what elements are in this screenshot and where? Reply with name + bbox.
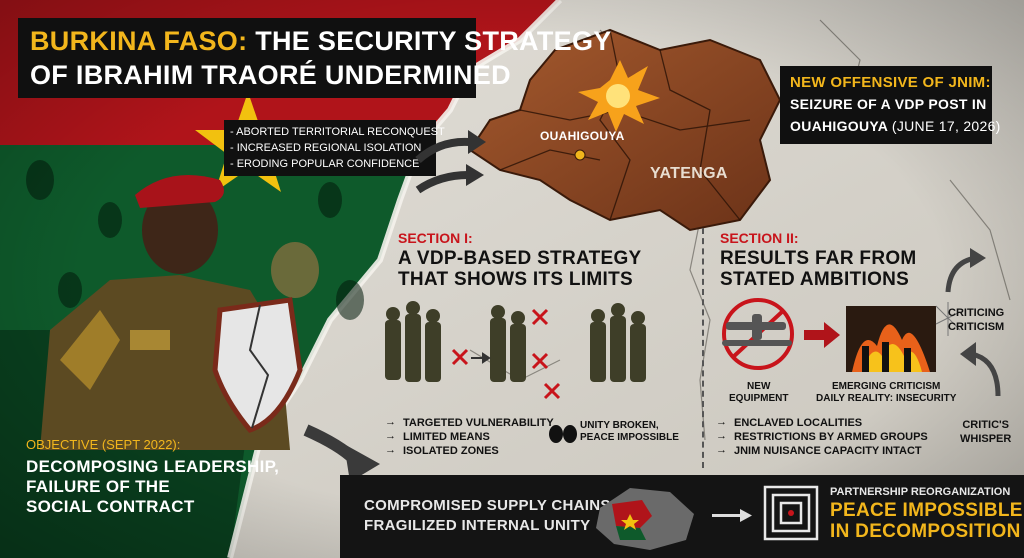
leader-figure (40, 175, 319, 450)
equipment-line1: NEW (747, 381, 771, 392)
yatenga-map (468, 28, 782, 232)
section1-point: ISOLATED ZONES (385, 443, 554, 458)
problems-box: - ABORTED TERRITORIAL RECONQUEST - INCRE… (224, 120, 445, 176)
section1-point: TARGETED VULNERABILITY (385, 415, 554, 430)
section2-tag: SECTION II: (720, 230, 799, 246)
section2-point: ENCLAVED LOCALITIES (716, 415, 928, 430)
objective-line2: FAILURE OF THE (26, 477, 170, 496)
objective-text: DECOMPOSING LEADERSHIP, FAILURE OF THE S… (26, 457, 279, 517)
section2-point: RESTRICTIONS BY ARMED GROUPS (716, 429, 928, 444)
objective-line3: SOCIAL CONTRACT (26, 497, 195, 516)
curved-arrows (415, 130, 486, 194)
section1-title: A VDP-BASED STRATEGY THAT SHOWS ITS LIMI… (398, 248, 642, 290)
equipment-line2: EQUIPMENT (729, 393, 789, 404)
footer-right-small: PARTNERSHIP REORGANIZATION (830, 486, 1011, 498)
map-region-shape (468, 28, 782, 232)
section1-tag: SECTION I: (398, 230, 473, 246)
side-top-arrow (945, 248, 986, 293)
x-marks-icon (451, 308, 561, 400)
problem-item: - ERODING POPULAR CONFIDENCE (230, 158, 420, 170)
objective-line1: DECOMPOSING LEADERSHIP, (26, 457, 280, 476)
offensive-line1: SEIZURE OF A VDP POST IN (790, 96, 987, 112)
footer-left: COMPROMISED SUPPLY CHAINS FRAGILIZED INT… (364, 496, 611, 536)
section2-title: RESULTS FAR FROM STATED AMBITIONS (720, 248, 917, 290)
section2-title-line2: STATED AMBITIONS (720, 269, 910, 290)
title-box (18, 18, 476, 98)
side-bottom-arrow (960, 342, 1001, 397)
offensive-box (780, 66, 992, 144)
side-bottom-line2: WHISPER (960, 433, 1012, 445)
section-divider (702, 228, 704, 468)
offensive-heading: NEW OFFENSIVE OF JNIM: (790, 74, 991, 91)
criticism-caption: EMERGING CRITICISM DAILY REALITY: INSECU… (816, 381, 956, 405)
no-drone-icon (722, 298, 794, 370)
beret-icon (135, 175, 224, 208)
footer-map-icon (596, 488, 694, 550)
criticism-line1: EMERGING CRITICISM (832, 381, 941, 392)
footer-right-main: PEACE IMPOSSIBLE IN DECOMPOSITION (830, 500, 1023, 542)
section1-point: LIMITED MEANS (385, 429, 554, 444)
unity-line1: UNITY BROKEN, (580, 420, 659, 431)
explosion-icon (578, 60, 660, 132)
offensive-city: OUAHIGOUYA (790, 118, 888, 134)
web-icon (935, 302, 961, 336)
section2-points: ENCLAVED LOCALITIES RESTRICTIONS BY ARME… (716, 415, 928, 458)
objective-arrow (303, 424, 380, 482)
side-bottom-line1: CRITIC'S (962, 419, 1009, 431)
section2-illustration (722, 298, 961, 372)
section1-points: TARGETED VULNERABILITY LIMITED MEANS ISO… (385, 415, 554, 458)
unity-line2: PEACE IMPOSSIBLE (580, 432, 679, 443)
offensive-date: (JUNE 17, 2026) (891, 118, 1001, 134)
side-top-line1: CRITICING (948, 307, 1005, 319)
footer-arrow-icon (712, 509, 752, 522)
problem-item: - INCREASED REGIONAL ISOLATION (230, 142, 422, 154)
page-title-line2: OF IBRAHIM TRAORÉ UNDERMINED (30, 60, 511, 90)
side-bottom-caption: CRITIC'S WHISPER (960, 418, 1011, 446)
objective-label: OBJECTIVE (SEPT 2022): (26, 437, 181, 452)
title-highlight: BURKINA FASO: (30, 26, 248, 56)
map-region-label: YATENGA (650, 165, 728, 182)
section1-title-line1: A VDP-BASED STRATEGY (398, 248, 642, 269)
face (142, 186, 218, 274)
drone-icon (722, 314, 792, 346)
offensive-line2: OUAHIGOUYA (JUNE 17, 2026) (790, 118, 1001, 134)
footer-left-line2: FRAGILIZED INTERNAL UNITY (364, 517, 591, 534)
side-top-line2: CRITICISM (948, 321, 1005, 333)
title-rest: THE SECURITY STRATEGY (255, 26, 612, 56)
maze-icon (763, 485, 819, 541)
equipment-caption: NEW EQUIPMENT (729, 381, 788, 405)
section2-point: JNIM NUISANCE CAPACITY INTACT (716, 443, 928, 458)
page-title-line1: BURKINA FASO: THE SECURITY STRATEGY (30, 26, 612, 56)
fist-icon (271, 242, 319, 298)
side-top-caption: CRITICING CRITICISM (948, 306, 1004, 334)
city-marker-icon (574, 149, 586, 161)
unity-text: UNITY BROKEN, PEACE IMPOSSIBLE (580, 420, 679, 444)
map-city-label: OUAHIGOUYA (540, 129, 625, 143)
footer-right-line1: PEACE IMPOSSIBLE (830, 500, 1023, 521)
red-arrow-icon (824, 322, 840, 348)
broken-hands-icon (549, 425, 577, 443)
section1-title-line2: THAT SHOWS ITS LIMITS (398, 269, 633, 290)
vdp-soldiers-illustration (385, 301, 646, 400)
problem-item: - ABORTED TERRITORIAL RECONQUEST (230, 126, 445, 138)
criticism-line2: DAILY REALITY: INSECURITY (816, 393, 957, 404)
shield-icon (212, 297, 303, 433)
footer-right-line2: IN DECOMPOSITION (830, 521, 1021, 542)
footer-left-line1: COMPROMISED SUPPLY CHAINS (364, 497, 611, 514)
section2-title-line1: RESULTS FAR FROM (720, 248, 917, 269)
